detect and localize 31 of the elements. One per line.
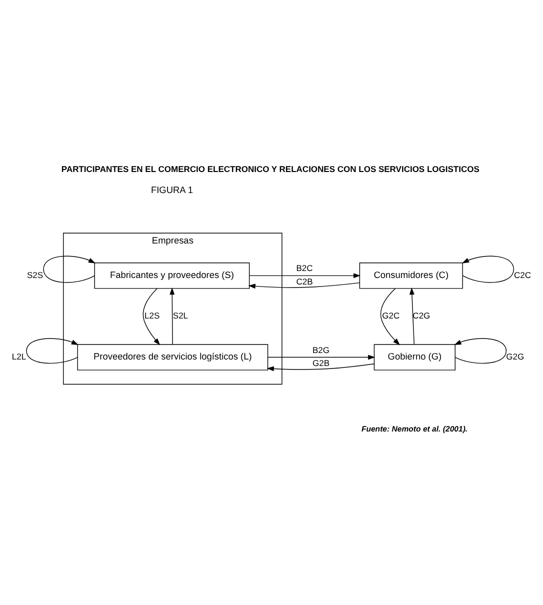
diagram-title: PARTICIPANTES EN EL COMERCIO ELECTRONICO Y RELACIONES CON LOS SERVICIOS LOGISTICOS — [61, 163, 480, 174]
edge-label: G2C — [382, 310, 400, 320]
edge-label: S2L — [172, 310, 188, 320]
edge-label: B2G — [312, 344, 330, 354]
arrow — [26, 338, 79, 364]
arrow — [249, 272, 361, 278]
edge-label: B2C — [296, 262, 313, 273]
edge-label: L2S — [144, 310, 160, 320]
arrow — [266, 363, 374, 371]
edge-label: L2L — [12, 350, 26, 361]
edge-label: C2G — [412, 310, 430, 320]
edge-label: G2B — [312, 358, 330, 368]
arrow — [409, 287, 414, 344]
node-box: Gobierno (G) — [374, 344, 456, 370]
arrow — [462, 255, 514, 282]
edge-label: S2S — [26, 269, 44, 280]
arrow — [142, 288, 160, 345]
label: FIGURA 1 — [150, 184, 193, 194]
arrow — [43, 255, 96, 282]
node-box: Consumidores (C) — [359, 262, 463, 288]
arrow — [268, 354, 376, 360]
edge-label: C2C — [514, 269, 532, 280]
caption: Fuente: Nemoto et al. (2001). — [361, 424, 468, 434]
edge-label: C2B — [296, 276, 313, 286]
arrow — [454, 338, 507, 364]
edge-label: G2G — [506, 350, 524, 361]
node-box: Proveedores de servicios logísticos (L) — [77, 344, 268, 370]
node-box: Fabricantes y proveedores (S) — [94, 262, 250, 288]
arrow — [170, 286, 175, 344]
arrow — [248, 282, 360, 288]
arrow — [380, 288, 400, 345]
